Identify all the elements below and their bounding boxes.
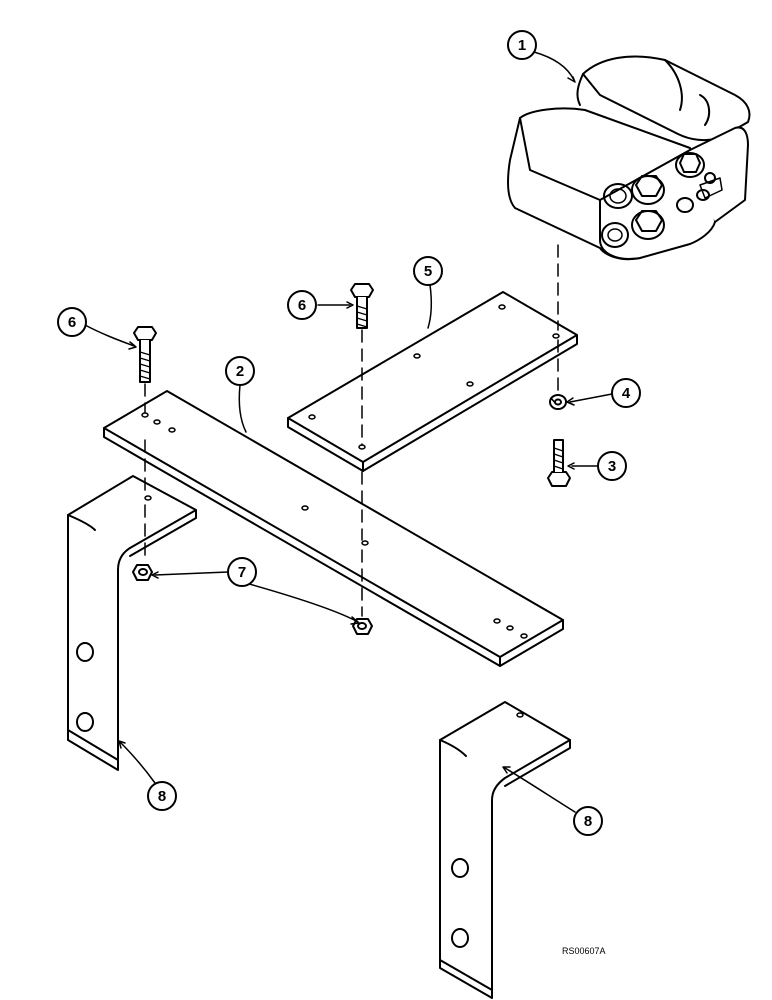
upper-plate-part (287, 291, 578, 472)
callout-1: 1 (507, 30, 537, 60)
callout-6-left: 6 (57, 307, 87, 337)
bolt-center-part (350, 283, 374, 329)
lockwasher-part (549, 394, 567, 410)
svg-text:6: 6 (298, 297, 306, 314)
nut-left-part (132, 564, 153, 581)
bolt-right-part (547, 439, 571, 487)
svg-text:4: 4 (622, 385, 631, 402)
callout-5: 5 (413, 256, 443, 286)
valve-block-part (506, 55, 751, 261)
figure-code: RS00607A (562, 946, 606, 956)
svg-text:2: 2 (236, 363, 244, 380)
svg-text:5: 5 (424, 263, 432, 280)
svg-text:8: 8 (584, 813, 592, 830)
callout-6-center: 6 (287, 290, 317, 320)
bolt-left-part (133, 326, 157, 383)
svg-text:6: 6 (68, 314, 76, 331)
callout-3: 3 (597, 451, 627, 481)
left-bracket-part (67, 475, 197, 771)
callout-7: 7 (227, 557, 257, 587)
alignment-lines (144, 244, 559, 617)
svg-text:1: 1 (518, 37, 526, 54)
callout-2: 2 (225, 356, 255, 386)
svg-text:7: 7 (238, 564, 246, 581)
callout-4: 4 (611, 378, 641, 408)
callout-8-right: 8 (573, 806, 603, 836)
leader-lines (84, 51, 613, 813)
svg-text:8: 8 (158, 788, 166, 805)
right-bracket-part (439, 701, 571, 999)
cross-bar-part (103, 390, 564, 667)
callout-8-left: 8 (147, 781, 177, 811)
svg-text:3: 3 (608, 458, 616, 475)
